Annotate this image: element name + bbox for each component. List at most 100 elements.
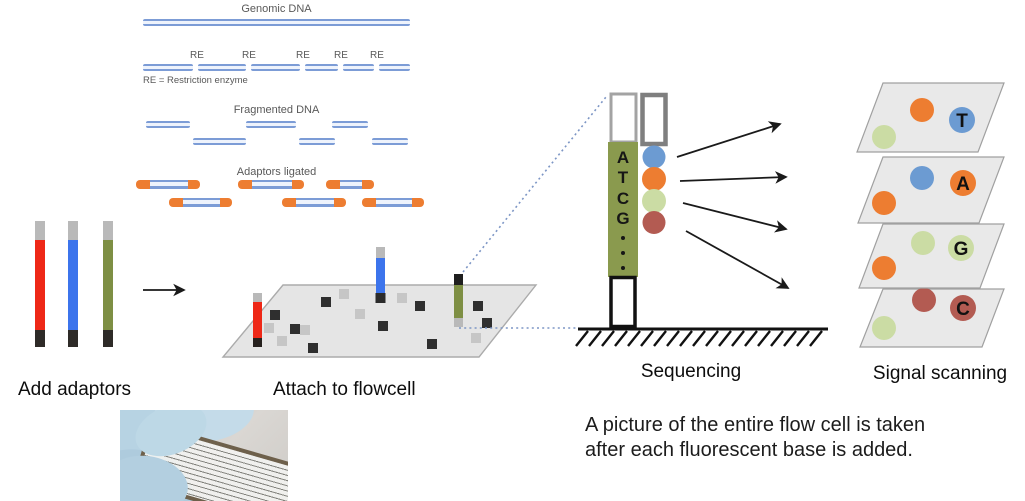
adaptor-ligated-fragment bbox=[136, 180, 200, 189]
re-label: RE bbox=[370, 50, 384, 61]
scan-dot-orange bbox=[872, 191, 896, 215]
adaptor-cap bbox=[282, 198, 296, 207]
adaptor-cap bbox=[169, 198, 183, 207]
scan-dot-labeled bbox=[950, 295, 976, 321]
dna-fragment bbox=[146, 121, 190, 128]
scan-panel-2: A bbox=[857, 156, 1005, 224]
dna-fragment bbox=[193, 138, 246, 145]
strand-anchor-segment bbox=[609, 275, 637, 329]
re-note: RE = Restriction enzyme bbox=[143, 75, 248, 86]
adaptor-cap bbox=[334, 198, 346, 207]
adaptor-cap bbox=[412, 198, 424, 207]
adapted-strand-blue bbox=[68, 221, 78, 347]
digested-dna-segment bbox=[305, 64, 338, 71]
dna-cluster-spots-light bbox=[264, 289, 481, 346]
strand-base-letter: A bbox=[617, 148, 629, 167]
adaptor-cap bbox=[136, 180, 150, 189]
dna-cluster-spot bbox=[397, 293, 407, 303]
dna-cluster-spot bbox=[471, 333, 481, 343]
genomic-dna-bar bbox=[143, 19, 410, 26]
dna-fragment bbox=[372, 138, 408, 145]
flowcell-strand-red bbox=[253, 293, 262, 347]
signal-arrow bbox=[676, 121, 782, 158]
re-label: RE bbox=[334, 50, 348, 61]
fluorescent-dot-maroon bbox=[642, 211, 666, 234]
scan-panel-3: G bbox=[858, 223, 1005, 289]
strand-body-blue bbox=[68, 240, 78, 330]
dna-cluster-spot bbox=[378, 321, 388, 331]
strand-cap-black bbox=[103, 330, 113, 347]
signal-arrow bbox=[685, 230, 790, 289]
fragment-mid bbox=[340, 180, 362, 189]
adaptor-ligated-fragment bbox=[326, 180, 374, 189]
strand-cap-black bbox=[35, 330, 45, 347]
digested-dna-segment bbox=[379, 64, 410, 71]
digested-dna-segment bbox=[251, 64, 300, 71]
adaptor-cap bbox=[238, 180, 252, 189]
genomic-dna-label: Genomic DNA bbox=[241, 3, 312, 15]
scan-panel-1: T bbox=[856, 82, 1005, 153]
dna-cluster-spot bbox=[290, 324, 300, 334]
strand-base-letter: C bbox=[617, 189, 629, 208]
flowcell-photo bbox=[120, 410, 288, 501]
strand-body bbox=[608, 142, 638, 277]
dna-cluster-spot bbox=[321, 297, 331, 307]
dna-cluster-spot bbox=[339, 289, 349, 299]
adaptors-ligated-label: Adaptors ligated bbox=[236, 166, 317, 178]
dna-cluster-spot bbox=[473, 301, 483, 311]
scan-dot-green bbox=[872, 125, 896, 149]
re-label: RE bbox=[296, 50, 310, 61]
strand-body-olive bbox=[103, 240, 113, 330]
adaptor-cap bbox=[326, 180, 340, 189]
scan-base-letter: C bbox=[956, 299, 970, 320]
adaptor-cap bbox=[362, 180, 374, 189]
scan-dot-labeled bbox=[950, 170, 976, 196]
adaptor-ligated-fragment bbox=[362, 198, 424, 207]
flowcell-strand-blue bbox=[375, 247, 386, 303]
fragment-mid bbox=[150, 180, 188, 189]
dna-cluster-spot bbox=[264, 323, 274, 333]
flowcell-caption: A picture of the entire flow cell is tak… bbox=[585, 413, 925, 463]
digested-dna-segment bbox=[343, 64, 374, 71]
dna-cluster-spot bbox=[415, 301, 425, 311]
strand-cap-gray bbox=[103, 221, 113, 240]
scan-dot-orange bbox=[872, 256, 896, 280]
adapted-strand-red bbox=[35, 221, 45, 347]
re-label: RE bbox=[242, 50, 256, 61]
ellipsis-dot bbox=[621, 251, 625, 255]
adaptor-ligated-fragment bbox=[169, 198, 232, 207]
flowcell-surface bbox=[221, 284, 538, 358]
dna-cluster-spot bbox=[277, 336, 287, 346]
scan-dot-maroon bbox=[912, 288, 936, 312]
signal-arrows bbox=[676, 121, 790, 289]
dna-cluster-spot bbox=[270, 310, 280, 320]
scan-dot-labeled bbox=[949, 107, 975, 133]
fluorescent-dot-orange bbox=[642, 167, 666, 191]
dna-cluster-spot bbox=[482, 318, 492, 328]
scan-dot-blue bbox=[910, 166, 934, 190]
dna-cluster-spot bbox=[355, 309, 365, 319]
adaptor-cap bbox=[362, 198, 376, 207]
strand-cap-gray bbox=[35, 221, 45, 240]
caption-line-1: A picture of the entire flow cell is tak… bbox=[585, 414, 926, 436]
strand-top-segment bbox=[609, 92, 638, 144]
strand-base-letter: G bbox=[616, 209, 629, 228]
step-label-signal-scanning: Signal scanning bbox=[872, 363, 1008, 384]
strand-cap-gray bbox=[68, 221, 78, 240]
scan-dot-labeled bbox=[948, 235, 974, 261]
fluorescent-dot-green bbox=[642, 189, 666, 213]
adaptor-ligated-fragment bbox=[238, 180, 304, 189]
flowcell-strand-green bbox=[454, 274, 463, 327]
dna-cluster-spots-dark bbox=[270, 297, 492, 353]
signal-arrow bbox=[679, 171, 788, 184]
strand-cap-black bbox=[68, 330, 78, 347]
dna-cluster-spot bbox=[308, 343, 318, 353]
incoming-base-segment bbox=[640, 92, 668, 147]
dna-cluster-spot bbox=[427, 339, 437, 349]
fragment-mid bbox=[296, 198, 334, 207]
re-label: RE bbox=[190, 50, 204, 61]
zoom-connector-diagonal bbox=[462, 96, 607, 273]
fluorescent-dot-blue bbox=[642, 145, 666, 169]
fragment-mid bbox=[376, 198, 412, 207]
